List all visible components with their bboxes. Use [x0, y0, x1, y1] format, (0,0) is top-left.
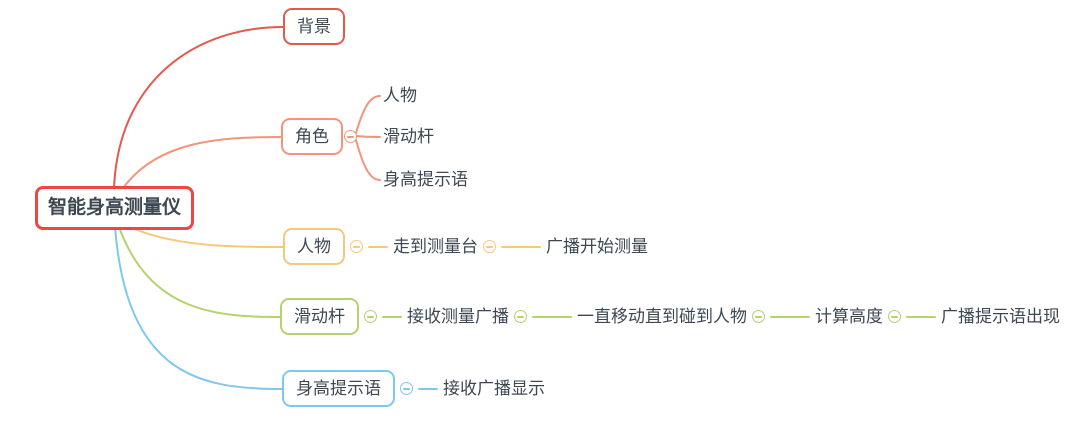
minus-icon [403, 387, 410, 390]
topic-background[interactable]: 背景 [283, 8, 345, 45]
topic-height-tip[interactable]: 身高提示语 [282, 370, 395, 407]
minus-icon [517, 315, 524, 318]
collapse-button-person[interactable] [350, 240, 363, 253]
collapse-button-height-tip[interactable] [400, 382, 413, 395]
collapse-button-move-until-touch[interactable] [752, 310, 765, 323]
label-height-tip[interactable]: 身高提示语 [383, 170, 468, 189]
collapse-button-receive-broadcast[interactable] [514, 310, 527, 323]
collapse-button-calculate-height[interactable] [888, 310, 901, 323]
minus-icon [891, 315, 898, 318]
root-topic[interactable]: 智能身高测量仪 [35, 186, 195, 230]
collapse-button-slider[interactable] [364, 310, 377, 323]
link-roles-height-tip [355, 139, 381, 181]
branch-row-slider: 滑动杆 接收测量广播 一直移动直到碰到人物 计算高度 广播提示语出现 [280, 298, 1060, 335]
minus-icon [347, 135, 354, 138]
label-person[interactable]: 人物 [383, 86, 417, 105]
link-root-roles [120, 136, 283, 192]
minus-icon [755, 315, 762, 318]
label-slider-rod[interactable]: 滑动杆 [383, 127, 434, 146]
link-root-background [113, 26, 284, 190]
connector-line [770, 315, 810, 318]
link-root-height-tip [114, 226, 284, 390]
branch-row-height-tip: 身高提示语 接收广播显示 [282, 370, 545, 407]
topic-receive-measure-broadcast[interactable]: 接收测量广播 [407, 306, 509, 326]
link-root-slider [118, 226, 282, 318]
connector-line [532, 315, 572, 318]
minus-icon [486, 245, 493, 248]
topic-receive-broadcast-display[interactable]: 接收广播显示 [443, 378, 545, 398]
connector-line [501, 245, 541, 248]
topic-walk-to-platform[interactable]: 走到测量台 [393, 236, 478, 256]
topic-broadcast-tip-appear[interactable]: 广播提示语出现 [941, 306, 1060, 326]
connector-line [906, 315, 936, 318]
minus-icon [367, 315, 374, 318]
topic-roles[interactable]: 角色 [281, 118, 343, 155]
link-roles-slider [356, 135, 381, 138]
topic-slider-rod[interactable]: 滑动杆 [280, 298, 359, 335]
topic-person[interactable]: 人物 [283, 228, 345, 265]
connector-line [418, 387, 438, 390]
branch-row-person: 人物 走到测量台 广播开始测量 [283, 228, 648, 265]
collapse-button-roles[interactable] [344, 130, 357, 143]
minus-icon [353, 245, 360, 248]
connector-line [368, 245, 388, 248]
topic-broadcast-start-measure[interactable]: 广播开始测量 [546, 236, 648, 256]
topic-calculate-height[interactable]: 计算高度 [815, 306, 883, 326]
link-roles-person [355, 95, 381, 134]
collapse-button-walk-to-platform[interactable] [483, 240, 496, 253]
topic-move-until-touch-person[interactable]: 一直移动直到碰到人物 [577, 306, 747, 326]
connector-line [382, 315, 402, 318]
